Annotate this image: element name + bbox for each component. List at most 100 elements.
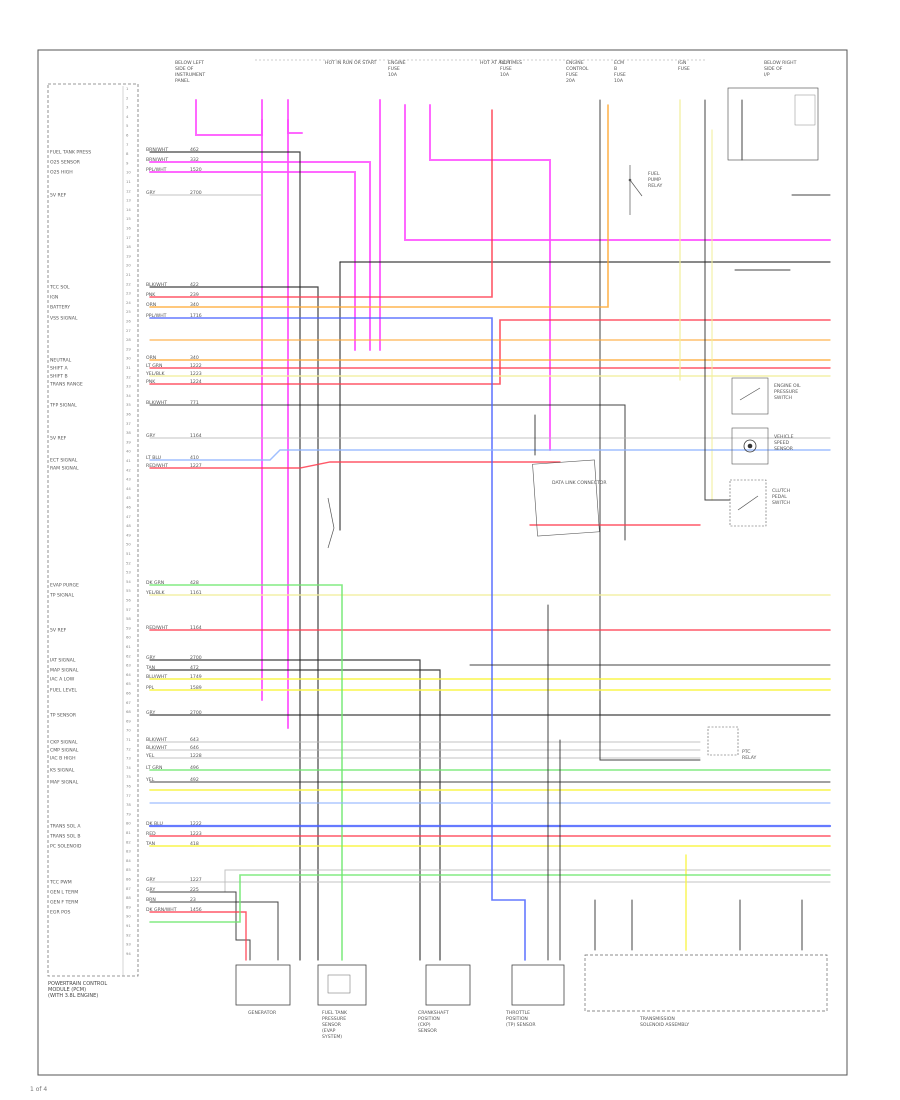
- pcm-circuit-number: 1164: [190, 625, 202, 631]
- top-label: FUSE: [678, 66, 690, 72]
- pcm-pin-number: 62: [126, 653, 131, 658]
- pcm-circuit-number: 472: [190, 665, 199, 671]
- wire: [429, 104, 551, 451]
- wire: [149, 161, 371, 351]
- pcm-pin-number: 73: [126, 756, 131, 761]
- pcm-wire-color: GRY: [146, 655, 155, 661]
- pcm-pin-number: 32: [126, 374, 131, 379]
- oil-switch-label-2: PRESSURE: [774, 389, 798, 395]
- pcm-pin-label: TFP SIGNAL: [49, 403, 77, 409]
- top-label: 10A: [388, 72, 398, 78]
- top-label: 10A: [614, 78, 624, 84]
- ptc-label-2: RELAY: [742, 755, 757, 761]
- pcm-pin-label: KS SIGNAL: [50, 768, 75, 774]
- transmission-solenoid-assembly: TRANSMISSION SOLENOID ASSEMBLY: [584, 954, 828, 1028]
- fuel-pump-relay-label-2: PUMP: [648, 177, 661, 183]
- pcm-circuit-number: 2700: [190, 190, 202, 196]
- pcm-pin-label: SHIFT A: [50, 366, 69, 372]
- ckp-label-1: CRANKSHAFT: [418, 1010, 449, 1016]
- pcm-wire-color: BRN: [146, 897, 156, 903]
- pcm-pin-number: 88: [126, 895, 131, 900]
- pcm-pin-number: 19: [126, 253, 131, 258]
- pcm-pin-number: 6: [126, 133, 129, 138]
- pcm-circuit-number: 1223: [190, 831, 202, 837]
- generator-label: GENERATOR: [248, 1010, 277, 1016]
- pcm-pin-number: 28: [126, 337, 131, 342]
- pcm-pin-number: 51: [126, 551, 131, 556]
- pcm-wire-color: PPL: [146, 685, 155, 691]
- pcm-pin-number: 17: [126, 235, 131, 240]
- pcm-circuit-number: 332: [190, 157, 199, 163]
- pcm-wire-color: YEL/BLK: [145, 590, 166, 596]
- pcm-pin-label: FUEL LEVEL: [50, 688, 77, 694]
- fts-label-4: (EVAP: [322, 1028, 336, 1034]
- fuel-pump-relay-label-1: FUEL: [648, 171, 660, 177]
- oil-switch-label-3: SWITCH: [774, 395, 792, 401]
- pcm-pin-label: ECT SIGNAL: [50, 458, 78, 464]
- pcm-pin-number: 20: [126, 263, 131, 268]
- pcm-pin-label: CMP SIGNAL: [50, 748, 79, 754]
- pcm-circuit-number: 422: [190, 282, 199, 288]
- pcm-pin-label: TP SENSOR: [49, 713, 77, 719]
- pcm-pin-number: 22: [126, 281, 131, 286]
- pcm-wire-color: GRY: [146, 877, 155, 883]
- crankshaft-position-sensor: CRANKSHAFT POSITION (CKP) SENSOR: [418, 964, 471, 1034]
- pcm-title-line-3: (WITH 3.8L ENGINE): [48, 993, 98, 999]
- pcm-pin-label: FUEL TANK PRESS: [50, 150, 91, 156]
- pcm-circuit-number: 2700: [190, 710, 202, 716]
- top-label: BELOW RIGHT: [764, 60, 797, 66]
- pcm-circuit-number: 492: [190, 777, 199, 783]
- pcm-pin-number: 25: [126, 309, 131, 314]
- pcm-pin-label: O2S HIGH: [50, 170, 73, 176]
- wire: [149, 286, 319, 961]
- pcm-pin-number: 65: [126, 681, 131, 686]
- pcm-pin-number: 21: [126, 272, 131, 277]
- pcm-pin-label: IAT SIGNAL: [50, 658, 76, 664]
- pcm-pin-number: 33: [126, 384, 131, 389]
- pcm-pin-number: 60: [126, 635, 131, 640]
- pcm-circuit-number: 428: [190, 580, 199, 586]
- pcm-pin-number: 86: [126, 877, 131, 882]
- pcm-circuit-number: 340: [190, 355, 199, 361]
- pcm-circuit-number: 23: [190, 897, 196, 903]
- clutch-label-2: PEDAL: [772, 494, 787, 500]
- pcm-pin-number: 18: [126, 244, 131, 249]
- pcm-pin-number: 91: [126, 923, 131, 928]
- pcm-wire-color: RED: [146, 831, 156, 837]
- pcm-pin-number: 82: [126, 839, 131, 844]
- pcm-pin-number: 12: [126, 188, 131, 193]
- fts-label-3: SENSOR: [322, 1022, 342, 1028]
- pcm-pin-number: 31: [126, 365, 131, 370]
- wire: [149, 151, 301, 961]
- wire: [149, 104, 609, 308]
- pcm-circuit-number: 1222: [190, 363, 202, 369]
- pcm-pin-number: 78: [126, 802, 131, 807]
- pcm-pin-number: 55: [126, 588, 131, 593]
- pcm-wire-color: PPL/WHT: [146, 167, 167, 173]
- pcm-wire-color: TAN: [145, 841, 155, 847]
- pcm-wire-color: BRN/WHT: [146, 157, 168, 163]
- pcm-pin-number: 54: [126, 579, 131, 584]
- wire: [149, 171, 356, 351]
- pcm-pin-number: 52: [126, 560, 131, 565]
- wire: [149, 911, 247, 961]
- wire: [149, 109, 493, 298]
- pcm-pin-number: 89: [126, 904, 131, 909]
- top-label: I/P: [764, 72, 770, 78]
- pcm-circuit-number: 462: [190, 147, 199, 153]
- top-label: ENGINE: [566, 60, 584, 66]
- wire: [149, 404, 626, 541]
- wire: [149, 901, 279, 961]
- wire: [195, 99, 263, 136]
- pcm-pin-label: SHIFT B: [50, 374, 68, 380]
- clutch-pedal-switch: CLUTCH PEDAL SWITCH: [729, 479, 790, 527]
- top-label: FUSE: [614, 72, 626, 78]
- pcm-circuit-number: 643: [190, 737, 199, 743]
- top-label: SIDE OF: [764, 66, 783, 72]
- pcm-wire-color: RED/WHT: [146, 463, 168, 469]
- wire: [149, 584, 343, 961]
- pcm-pin-number: 71: [126, 737, 131, 742]
- pcm-pin-number: 79: [126, 811, 131, 816]
